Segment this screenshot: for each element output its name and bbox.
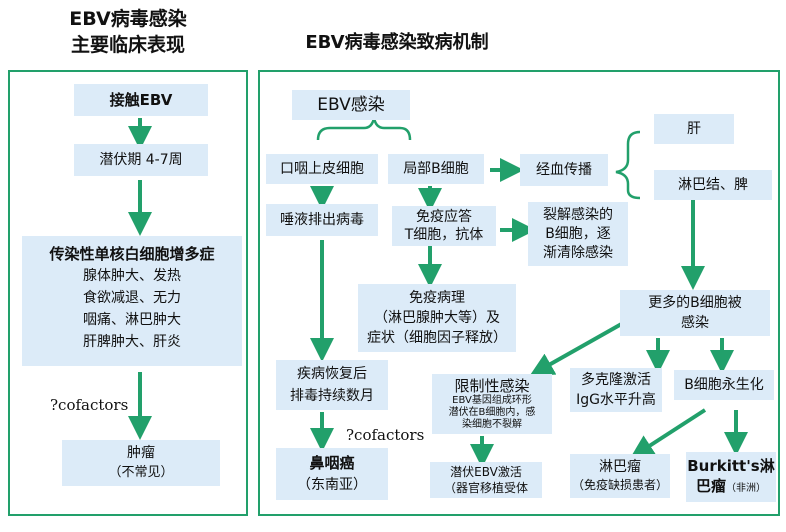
polyclonal-line1: 多克隆激活 [581, 372, 651, 388]
burkitt-note: （非洲） [726, 482, 766, 494]
tumor-box: 肿瘤 （不常见） [62, 440, 220, 486]
mono-item-2: 食欲减退、无力 [83, 290, 181, 306]
lymph-spleen-label: 淋巴结、脾 [678, 177, 748, 193]
incubation-box: 潜伏期 4-7周 [74, 144, 208, 176]
polyclonal-line2: IgG水平升高 [576, 392, 656, 408]
recovery-line2: 排毒持续数月 [290, 388, 374, 404]
immortal-label: B细胞永生化 [684, 377, 764, 393]
npc-label: 鼻咽癌 [309, 454, 355, 472]
immunopath-line3: 症状（细胞因子释放） [367, 330, 507, 346]
lymphoma-note: （免疫缺损患者） [571, 478, 668, 492]
immunopath-box: 免疫病理 （淋巴腺肿大等）及 症状（细胞因子释放） [358, 284, 516, 352]
burkitt-line2-wrap: 巴瘤（非洲） [696, 476, 766, 499]
left-title: EBV病毒感染 主要临床表现 [28, 6, 228, 58]
restricted-note-line3: 染细胞不裂解 [462, 419, 522, 430]
liver-box: 肝 [654, 114, 734, 144]
blood-spread-box: 经血传播 [520, 154, 608, 186]
lymph-spleen-box: 淋巴结、脾 [654, 170, 772, 200]
local-b-box: 局部B细胞 [388, 154, 484, 184]
immortal-box: B细胞永生化 [674, 370, 774, 400]
mono-title: 传染性单核白细胞增多症 [49, 245, 215, 263]
polyclonal-box: 多克隆激活 IgG水平升高 [570, 368, 662, 412]
npc-region: （东南亚） [297, 477, 367, 493]
saliva-label: 唾液排出病毒 [280, 212, 364, 228]
restricted-box: 限制性感染 EBV基因组成环形 潜伏在B细胞内，感 染细胞不裂解 [432, 374, 552, 434]
local-b-label: 局部B细胞 [403, 161, 469, 177]
immunopath-line2: （淋巴腺肿大等）及 [374, 310, 500, 326]
lymphoma-label: 淋巴瘤 [599, 459, 641, 475]
right-title: EBV病毒感染致病机制 [305, 32, 489, 53]
mono-item-3: 咽痛、淋巴肿大 [83, 312, 181, 328]
left-cofactors: ?cofactors [50, 396, 129, 414]
more-b-line1: 更多的B细胞被 [648, 295, 742, 311]
ebv-infection-label: EBV感染 [317, 95, 385, 115]
lytic-line2: B细胞，逐 [545, 225, 611, 242]
tumor-label: 肿瘤 [127, 445, 155, 461]
oropharynx-label: 口咽上皮细胞 [280, 161, 364, 177]
latent-box: 潜伏EBV激活 （器官移植受体 [430, 462, 542, 498]
restricted-note-line2: 潜伏在B细胞内，感 [448, 407, 536, 418]
contact-ebv-label: 接触EBV [109, 91, 173, 109]
immune-response-line1: 免疫应答 [416, 209, 472, 225]
lytic-line1: 裂解感染的 [543, 206, 613, 223]
mono-box: 传染性单核白细胞增多症 腺体肿大、发热 食欲减退、无力 咽痛、淋巴肿大 肝脾肿大… [22, 236, 242, 366]
restricted-title: 限制性感染 [454, 377, 530, 395]
right-cofactors: ?cofactors [346, 426, 425, 444]
mono-item-4: 肝脾肿大、肝炎 [83, 334, 181, 350]
immune-response-line2: T细胞，抗体 [404, 227, 484, 243]
immune-response-box: 免疫应答 T细胞，抗体 [392, 206, 496, 246]
tumor-note: （不常见） [108, 465, 174, 480]
burkitt-line2: 巴瘤 [695, 476, 726, 495]
immunopath-line1: 免疫病理 [409, 290, 465, 306]
lytic-box: 裂解感染的 B细胞，逐 渐清除感染 [528, 202, 628, 266]
more-b-box: 更多的B细胞被 感染 [620, 290, 770, 336]
latent-line2: （器官移植受体 [443, 481, 528, 495]
npc-box: 鼻咽癌 （东南亚） [276, 448, 388, 500]
incubation-label: 潜伏期 4-7周 [99, 152, 183, 168]
burkitt-line1: Burkitt's淋 [687, 456, 775, 475]
lymphoma-box: 淋巴瘤 （免疫缺损患者） [570, 454, 670, 498]
more-b-line2: 感染 [681, 315, 709, 331]
contact-ebv-box: 接触EBV [74, 84, 208, 116]
left-title-line1: EBV病毒感染 [69, 8, 187, 30]
lytic-line3: 渐清除感染 [543, 244, 613, 261]
blood-spread-label: 经血传播 [536, 162, 592, 178]
recovery-box: 疾病恢复后 排毒持续数月 [276, 360, 388, 410]
burkitt-box: Burkitt's淋 巴瘤（非洲） [686, 452, 776, 502]
ebv-infection-box: EBV感染 [292, 90, 410, 120]
liver-label: 肝 [687, 121, 701, 137]
oropharynx-box: 口咽上皮细胞 [266, 154, 378, 184]
saliva-box: 唾液排出病毒 [266, 204, 378, 236]
latent-line1: 潜伏EBV激活 [450, 465, 522, 479]
left-title-line2: 主要临床表现 [70, 34, 185, 56]
mono-item-1: 腺体肿大、发热 [83, 268, 181, 284]
restricted-note-line1: EBV基因组成环形 [452, 395, 532, 406]
recovery-line1: 疾病恢复后 [297, 366, 367, 382]
